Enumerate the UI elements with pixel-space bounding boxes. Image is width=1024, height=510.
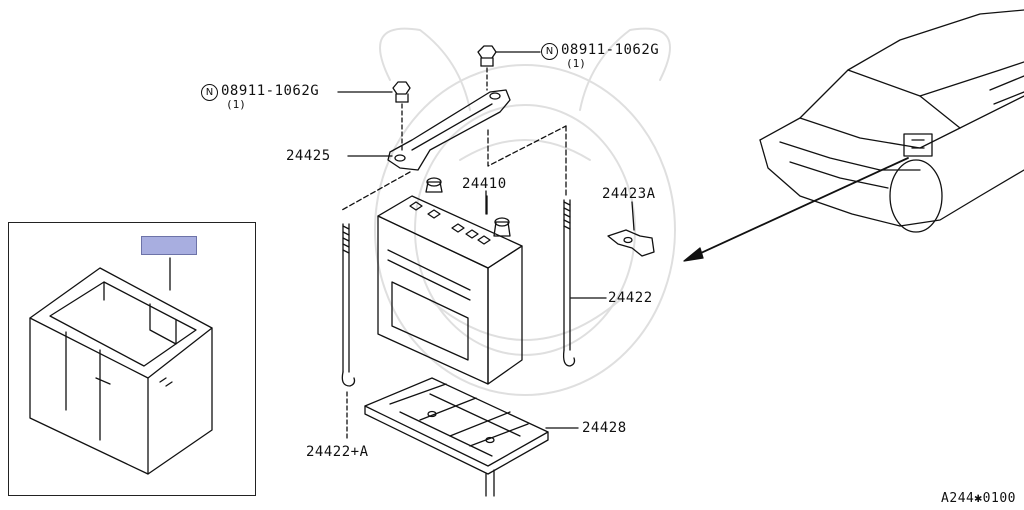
- rod-right-drawing: [564, 200, 606, 366]
- nut-left-code: 08911-1062G: [221, 83, 320, 99]
- hold-down-frame-drawing: [342, 90, 566, 210]
- nut-right-code: 08911-1062G: [561, 42, 660, 58]
- battery-tray-drawing: [365, 378, 578, 496]
- label-rod-left: 24422+A: [306, 444, 369, 460]
- label-battery-tray: 24428: [582, 420, 627, 436]
- bracket-drawing: [608, 202, 654, 256]
- label-battery: 24410: [462, 176, 507, 192]
- nut-left-qty: (1): [226, 98, 246, 111]
- nut-right-symbol: N: [541, 43, 558, 60]
- nut-right-drawing: [478, 46, 540, 90]
- rod-left-drawing: [342, 224, 354, 440]
- nut-left-symbol: N: [201, 84, 218, 101]
- reference-code: A244✱0100: [941, 491, 1016, 506]
- location-arrow: [684, 158, 908, 261]
- label-rod-right: 24422: [608, 290, 653, 306]
- inset-frame: [8, 222, 256, 496]
- nut-left-drawing: [338, 82, 410, 150]
- nut-right-qty: (1): [566, 57, 586, 70]
- car-drawing: [760, 10, 1024, 232]
- watermark-emblem: [375, 29, 675, 395]
- label-bracket: 24423A: [602, 186, 656, 202]
- inset-box-drawing: [30, 258, 212, 474]
- battery-drawing: [378, 178, 522, 384]
- label-battery-frame: 24425: [286, 148, 331, 164]
- highlight-tag: [141, 236, 197, 255]
